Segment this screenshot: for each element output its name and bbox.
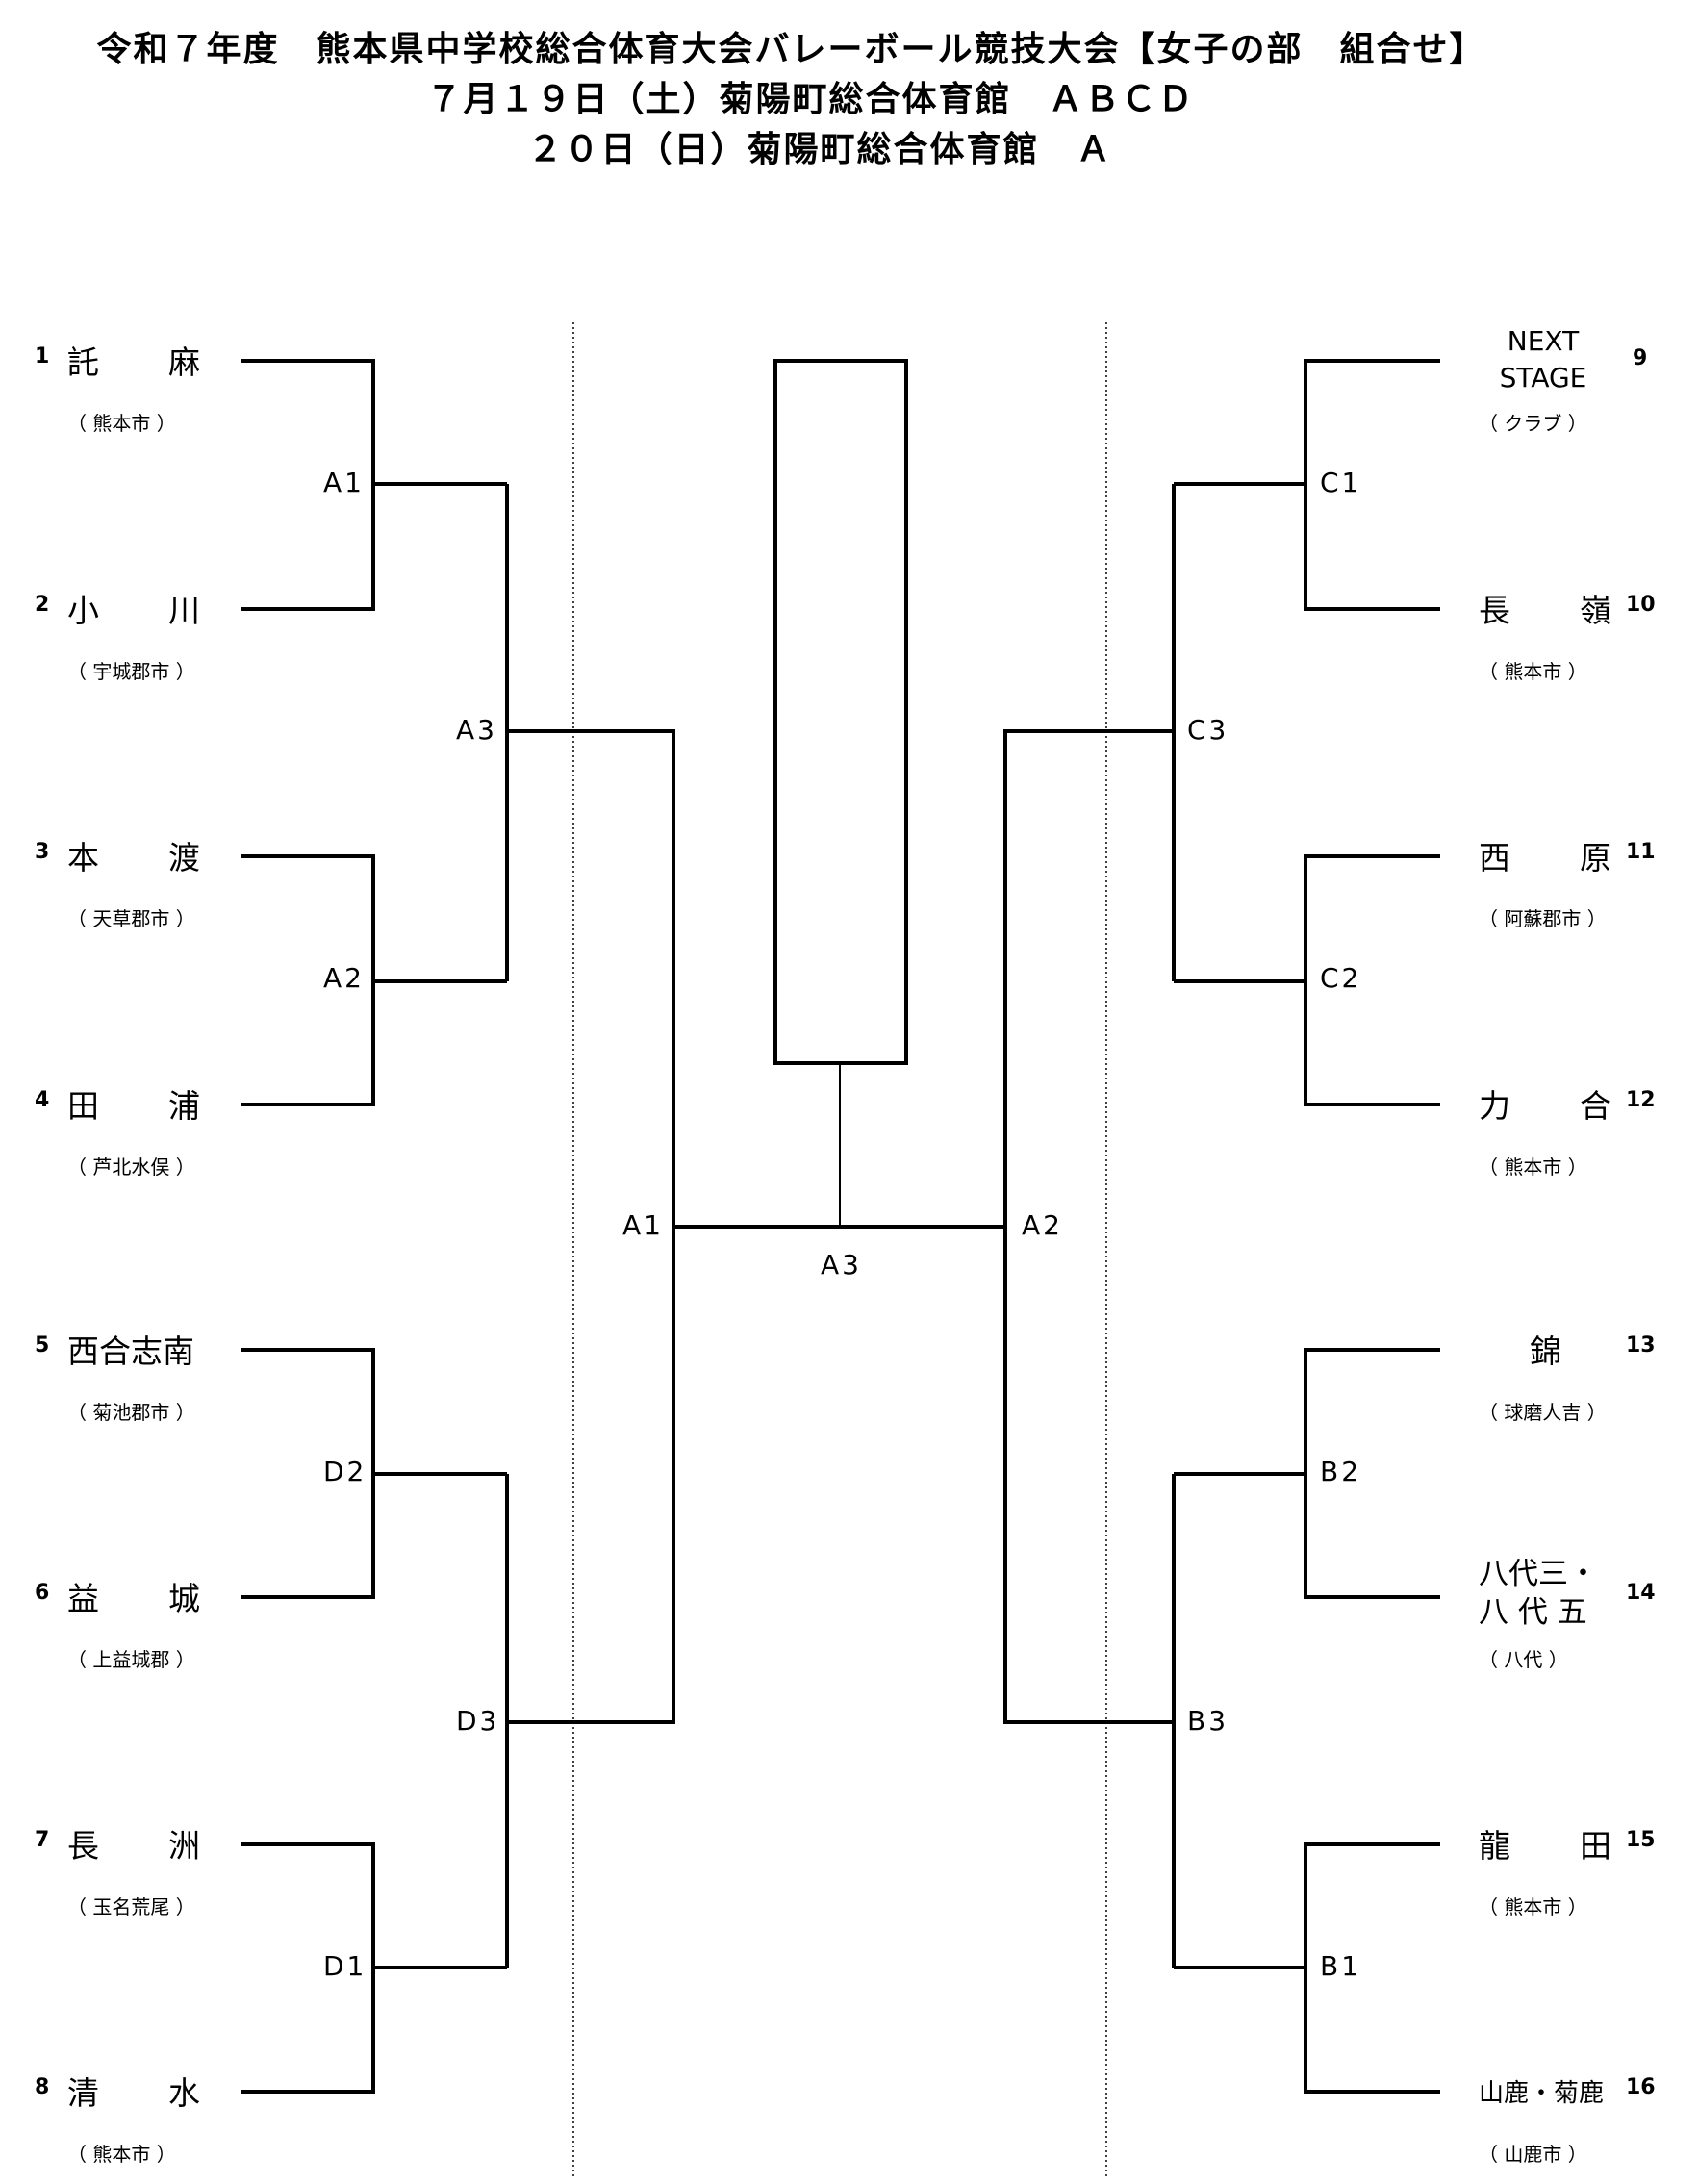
match-label: A3 [456,714,497,746]
match-label: D2 [323,1456,367,1487]
team-region: （ 熊本市 ） [67,2143,176,2166]
team-region: （ 熊本市 ） [1479,660,1587,683]
seed-number: 16 [1626,2075,1656,2099]
seed-number: 13 [1626,1333,1656,1358]
seed-number: 7 [35,1828,50,1852]
match-label: A3 [821,1249,862,1281]
team-name: 力合 [1479,1087,1611,1125]
team-name: 益城 [67,1580,200,1617]
team-name: 小川 [67,592,200,629]
team-name: 託麻 [67,343,200,381]
seed-number: 1 [35,344,50,368]
match-label: A1 [622,1209,664,1241]
match-label: C1 [1320,467,1362,498]
seed-number: 12 [1626,1088,1656,1112]
team-region: （ 菊池郡市 ） [67,1401,195,1424]
seed-number: 6 [35,1581,50,1605]
team-region: （ 阿蘇郡市 ） [1479,907,1607,930]
match-label: B1 [1320,1950,1362,1982]
team-name: 清水 [67,2074,200,2112]
team-region: （ 芦北水俣 ） [67,1155,195,1179]
seed-number: 2 [35,593,50,617]
team-name: 長洲 [67,1827,200,1865]
team-region: （ 山鹿市 ） [1479,2143,1587,2166]
team-region: （ 玉名荒尾 ） [67,1895,195,1918]
team-region: （ クラブ ） [1479,412,1587,435]
team-name: 八代三・八 代 五 [1479,1557,1598,1630]
seed-number: 9 [1633,346,1648,370]
team-region: （ 熊本市 ） [1479,1155,1587,1179]
seed-number: 3 [35,840,50,864]
seed-number: 5 [35,1333,50,1358]
match-label: A1 [323,467,365,498]
match-label: B2 [1320,1456,1362,1487]
schedule-day2: ２０日（日）菊陽町総合体育館 Ａ [527,130,1113,169]
seed-number: 8 [35,2075,50,2099]
seed-number: 10 [1626,593,1656,617]
match-label: A2 [1022,1209,1063,1241]
seed-number: 15 [1626,1828,1656,1852]
seed-number: 4 [35,1088,50,1112]
team-name: 西合志南 [67,1333,194,1370]
match-label: C2 [1320,962,1362,994]
match-label: D3 [456,1705,500,1737]
seed-number: 14 [1626,1581,1656,1605]
team-name: 田浦 [67,1087,200,1125]
team-name: 西原 [1479,839,1611,876]
team-name: 山鹿・菊鹿 [1479,2079,1605,2108]
team-region: （ 球磨人吉 ） [1479,1401,1607,1424]
team-region: （ 天草郡市 ） [67,907,195,930]
team-region: （ 熊本市 ） [67,412,176,435]
team-region: （ 上益城郡 ） [67,1648,195,1671]
team-region: （ 八代 ） [1479,1648,1568,1671]
team-name: 龍田 [1479,1827,1611,1865]
winner-box [773,359,908,1065]
match-label: C3 [1187,714,1229,746]
schedule-day1: ７月１９日（土）菊陽町総合体育館 ＡＢＣＤ [426,80,1195,119]
team-region: （ 熊本市 ） [1479,1895,1587,1918]
team-region: （ 宇城郡市 ） [67,660,195,683]
match-label: D1 [323,1950,367,1982]
match-label: B3 [1187,1705,1229,1737]
match-label: A2 [323,962,365,994]
team-name: 本渡 [67,839,200,876]
tournament-title: 令和７年度 熊本県中学校総合体育大会バレーボール競技大会【女子の部 組合せ】 [96,30,1486,69]
team-name: 長嶺 [1479,592,1611,629]
seed-number: 11 [1626,840,1656,864]
team-name: 錦 [1530,1333,1561,1370]
